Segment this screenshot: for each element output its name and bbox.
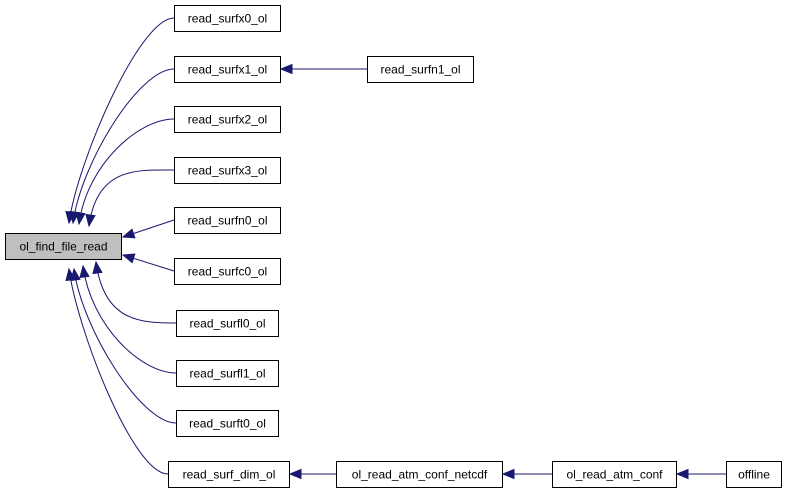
node-label: ol_read_atm_conf xyxy=(566,468,663,482)
node-label: read_surfx3_ol xyxy=(188,164,267,178)
edge-ol_read_atm_conf-to-ol_read_atm_conf_netcdf-arrowhead xyxy=(501,468,515,480)
node-box xyxy=(176,310,279,337)
node-box xyxy=(174,258,281,285)
node-read-surf-dim-ol[interactable]: read_surf_dim_ol xyxy=(168,461,290,488)
node-label: read_surfc0_ol xyxy=(188,265,267,279)
edge-read_surfx3_ol-to-ol_find_file_read xyxy=(88,169,175,227)
node-label: read_surfn1_ol xyxy=(380,63,460,77)
edge-read_surf_dim_ol-to-ol_find_file_read-arrowhead xyxy=(65,267,76,282)
edge-read_surfx2_ol-to-ol_find_file_read-arrowhead xyxy=(75,211,86,226)
node-box xyxy=(176,410,279,437)
node-label: read_surfl0_ol xyxy=(189,317,265,331)
node-read-surfl1-ol[interactable]: read_surfl1_ol xyxy=(176,360,279,387)
node-box xyxy=(168,461,290,488)
edge-read_surfc0_ol-to-ol_find_file_read-arrowhead xyxy=(121,253,136,264)
node-label: read_surft0_ol xyxy=(189,417,266,431)
node-label: read_surfx2_ol xyxy=(188,113,267,127)
node-box xyxy=(174,157,281,184)
edge-read_surfx2_ol-to-ol_find_file_read xyxy=(78,118,175,225)
node-read-surfx2-ol[interactable]: read_surfx2_ol xyxy=(174,106,281,133)
node-box xyxy=(174,56,281,83)
node-ol-read-atm-conf[interactable]: ol_read_atm_conf xyxy=(552,461,677,488)
node-read-surfc0-ol[interactable]: read_surfc0_ol xyxy=(174,258,281,285)
node-read-surft0-ol[interactable]: read_surft0_ol xyxy=(176,410,279,437)
edge-read_surfx1_ol-to-ol_find_file_read xyxy=(72,68,175,224)
node-read-surfl0-ol[interactable]: read_surfl0_ol xyxy=(176,310,279,337)
node-label: read_surfl1_ol xyxy=(189,367,265,381)
node-read-surfx0-ol[interactable]: read_surfx0_ol xyxy=(174,5,281,32)
edge-read_surfl1_ol-to-ol_find_file_read-arrowhead xyxy=(79,264,90,279)
node-read-surfn1-ol[interactable]: read_surfn1_ol xyxy=(367,56,474,83)
node-read-surfx3-ol[interactable]: read_surfx3_ol xyxy=(174,157,281,184)
node-box xyxy=(174,207,281,234)
edge-read_surfn1_ol-to-read_surfx1_ol-arrowhead xyxy=(279,63,293,75)
edge-read_surfx0_ol-to-ol_find_file_read xyxy=(68,17,175,224)
edge-read_surfl0_ol-to-ol_find_file_read-arrowhead xyxy=(92,260,103,275)
nodes-layer: ol_find_file_read read_surfx0_ol read_surf… xyxy=(5,5,782,488)
node-label: read_surfx1_ol xyxy=(188,63,267,77)
node-label: offline xyxy=(738,468,770,482)
node-box xyxy=(174,5,281,32)
node-read-surfn0-ol[interactable]: read_surfn0_ol xyxy=(174,207,281,234)
node-box xyxy=(174,106,281,133)
node-label: ol_find_file_read xyxy=(19,240,107,254)
node-ol-read-atm-conf-netcdf[interactable]: ol_read_atm_conf_netcdf xyxy=(336,461,503,488)
node-box xyxy=(367,56,474,83)
edge-offline-to-ol_read_atm_conf-arrowhead xyxy=(675,468,689,480)
node-box xyxy=(5,233,122,260)
edge-read_surfx3_ol-to-ol_find_file_read-arrowhead xyxy=(85,213,96,228)
node-ol-find-file-read[interactable]: ol_find_file_read xyxy=(5,233,122,260)
edge-read_surft0_ol-to-ol_find_file_read xyxy=(73,268,177,424)
node-box xyxy=(176,360,279,387)
node-box xyxy=(336,461,503,488)
edge-read_surf_dim_ol-to-ol_find_file_read xyxy=(68,268,169,475)
node-label: read_surfn0_ol xyxy=(187,214,267,228)
node-label: read_surfx0_ol xyxy=(188,12,267,26)
node-box xyxy=(726,461,782,488)
edge-read_surfl1_ol-to-ol_find_file_read xyxy=(82,265,177,374)
edge-read_surfn0_ol-to-ol_find_file_read-arrowhead xyxy=(121,228,136,239)
node-label: read_surf_dim_ol xyxy=(183,468,276,482)
node-read-surfx1-ol[interactable]: read_surfx1_ol xyxy=(174,56,281,83)
edge-read_surfl0_ol-to-ol_find_file_read xyxy=(95,261,177,324)
edge-ol_read_atm_conf_netcdf-to-read_surf_dim_ol-arrowhead xyxy=(288,468,302,480)
node-offline[interactable]: offline xyxy=(726,461,782,488)
edges-layer xyxy=(65,17,726,480)
node-label: ol_read_atm_conf_netcdf xyxy=(352,468,488,482)
node-box xyxy=(552,461,677,488)
